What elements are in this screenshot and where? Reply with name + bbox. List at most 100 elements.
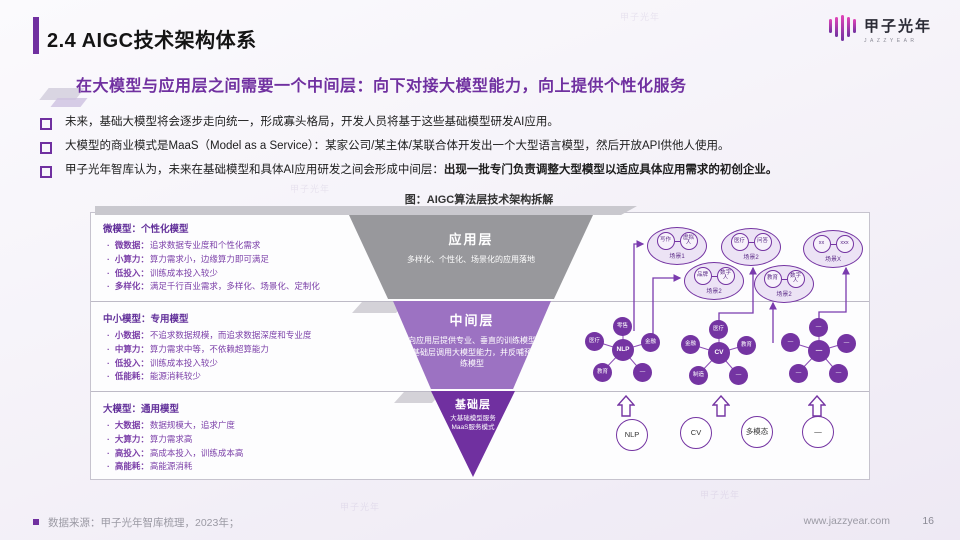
item-value: 能源消耗较少 [149,371,201,382]
model-box-item: 高能耗：高能源消耗 [103,460,351,474]
model-box-item: 高投入：高成本投入，训练成本高 [103,447,351,461]
funnel-desc: 多样化、个性化、场景化的应用落地 [407,255,535,264]
model-box-title: 大模型：通用模型 [103,404,180,415]
funnel-label: 应用层 [448,232,494,247]
scene-app-node: 品牌 [693,267,712,285]
scene-app-node: 医疗 [730,233,749,251]
footer-square-icon [33,519,39,525]
item-key: 大数据： [114,420,149,430]
funnel-label: 中间层 [449,313,495,328]
node-link [674,240,680,242]
industry-node: 教育 [593,363,612,382]
figure-title: 图：AIGC算法层技术架构拆解 [404,194,554,206]
model-box-item: 微数据：追求数据专业度和个性化需求 [103,239,351,253]
scene-app-node: 数字人 [786,270,805,288]
node-link [781,278,787,280]
scene-label: 场景2 [776,292,792,298]
logo-subtext: JAZZYEAR [863,37,918,44]
industry-node: — [829,364,848,383]
title-accent-bar [33,17,39,54]
model-box-item: 低投入：训练成本投入较少 [103,357,351,371]
scene-bubble: 写作虚拟人 场景1 [647,227,707,265]
item-value: 满足千行百业需求，多样化、场景化、定制化 [149,281,320,292]
scene-app-node: xx [812,235,831,253]
scene-app-node: 问答 [753,233,772,251]
item-key: 大算力： [114,433,149,444]
funnel-desc: 向应用层提供专业、垂直的训练模型 向基础层调用大模型能力，并反哺预训练模型 [404,336,540,369]
industry-node: 医疗 [709,320,728,339]
cluster-center-node: NLP [612,339,634,361]
industry-node: — [781,333,800,352]
bullet-text-bold: 出现一批专门负责调整大型模型以适应具体应用需求的初创企业。 [443,164,778,176]
watermark: 甲子光年 [700,490,741,500]
industry-node: — [729,366,748,385]
bullet-text: 大模型的商业模式是MaaS（Model as a Service）：某家公司/某… [65,140,730,152]
item-key: 小数据： [114,330,149,340]
model-box-item: 低投入：训练成本投入较少 [103,267,351,281]
model-box-micro: 微模型：个性化模型 微数据：追求数据专业度和个性化需求 小算力：算力需求小，边缘… [103,221,351,294]
bullet-item: 甲子光年智库认为，未来在基础模型和具体AI应用研发之间会形成中间层：出现一批专门… [40,163,930,178]
logo-name: 甲子光年 [863,17,932,35]
scene-app-node: 数字人 [716,267,735,285]
funnel-desc: 大基础模型服务 MaaS服务模式 [450,415,496,432]
up-arrow-icon [617,395,635,417]
scene-app-node: xxx [835,235,854,253]
industry-node: 制造 [689,366,708,385]
page-number: 16 [922,515,934,527]
scene-label: 场景X [824,257,841,263]
bullet-square-icon [40,166,52,178]
industry-node: — [633,363,652,382]
item-value: 高能源消耗 [149,461,193,472]
model-box-title: 微模型：个性化模型 [103,224,189,235]
item-key: 高投入： [114,447,149,458]
model-box-item: 大数据：数据规模大，追求广度 [103,419,351,433]
item-key: 微数据： [114,240,149,250]
cluster-center-node: CV [708,342,730,364]
item-value: 算力需求高 [149,433,193,444]
up-arrow-icon [712,395,730,417]
item-value: 不追求数据规模，而追求数据深度和专业度 [149,330,312,340]
model-cluster-cv: 医疗 金融 教育 制造 — CV [679,320,759,386]
scene-app-node: 虚拟人 [679,232,698,250]
industry-node: 金融 [681,335,700,354]
item-key: 中算力： [114,343,149,354]
scene-bubble: 医疗问答 场景2 [721,228,781,266]
item-key: 高能耗： [114,461,149,472]
cluster-center-node: — [808,340,830,362]
industry-node: — [837,334,856,353]
node-link [711,275,717,277]
connector-arrows [633,240,850,343]
node-link [748,241,754,243]
node-link [830,243,836,245]
model-box-item: 低能耗：能源消耗较少 [103,370,351,384]
diagram-panel: 微模型：个性化模型 微数据：追求数据专业度和个性化需求 小算力：算力需求小，边缘… [90,212,870,480]
watermark: 甲子光年 [620,12,661,22]
scene-bubble: 教育数字人 场景2 [754,265,814,303]
page-title: 2.4 AIGC技术架构体系 [47,30,257,52]
item-key: 低投入： [114,267,149,278]
item-value: 训练成本投入较少 [149,267,218,278]
brand-logo: 甲子光年 JAZZYEAR [828,13,932,45]
scene-label: 场景2 [743,255,759,261]
watermark: 甲子光年 [340,502,381,512]
bullet-item: 未来，基础大模型将会逐步走向统一，形成寡头格局，开发人员将基于这些基础模型研发A… [40,115,930,130]
industry-node: — [809,318,828,337]
item-value: 追求数据专业度和个性化需求 [149,240,261,250]
base-tech-node: — [802,416,834,448]
funnel-application-layer: 应用层 多样化、个性化、场景化的应用落地 [349,215,593,299]
item-value: 数据规模大，追求广度 [149,420,235,430]
scene-bubble: 品牌数字人 场景2 [684,262,744,300]
subtitle-decoration [50,98,88,107]
model-box-large: 大模型：通用模型 大数据：数据规模大，追求广度 大算力：算力需求高 高投入：高成… [103,401,351,474]
model-box-item: 多样化：满足千行百业需求，多样化、场景化、定制化 [103,280,351,294]
item-value: 训练成本投入较少 [149,357,218,368]
industry-node: — [789,364,808,383]
scene-app-node: 教育 [763,270,782,288]
industry-node: 教育 [737,336,756,355]
data-source: 数据来源：甲子光年智库梳理，2023年； [48,517,240,529]
base-tech-node: CV [680,417,712,449]
scene-label: 场景1 [669,254,685,260]
item-value: 算力需求小，边缘算力即可满足 [149,253,269,264]
